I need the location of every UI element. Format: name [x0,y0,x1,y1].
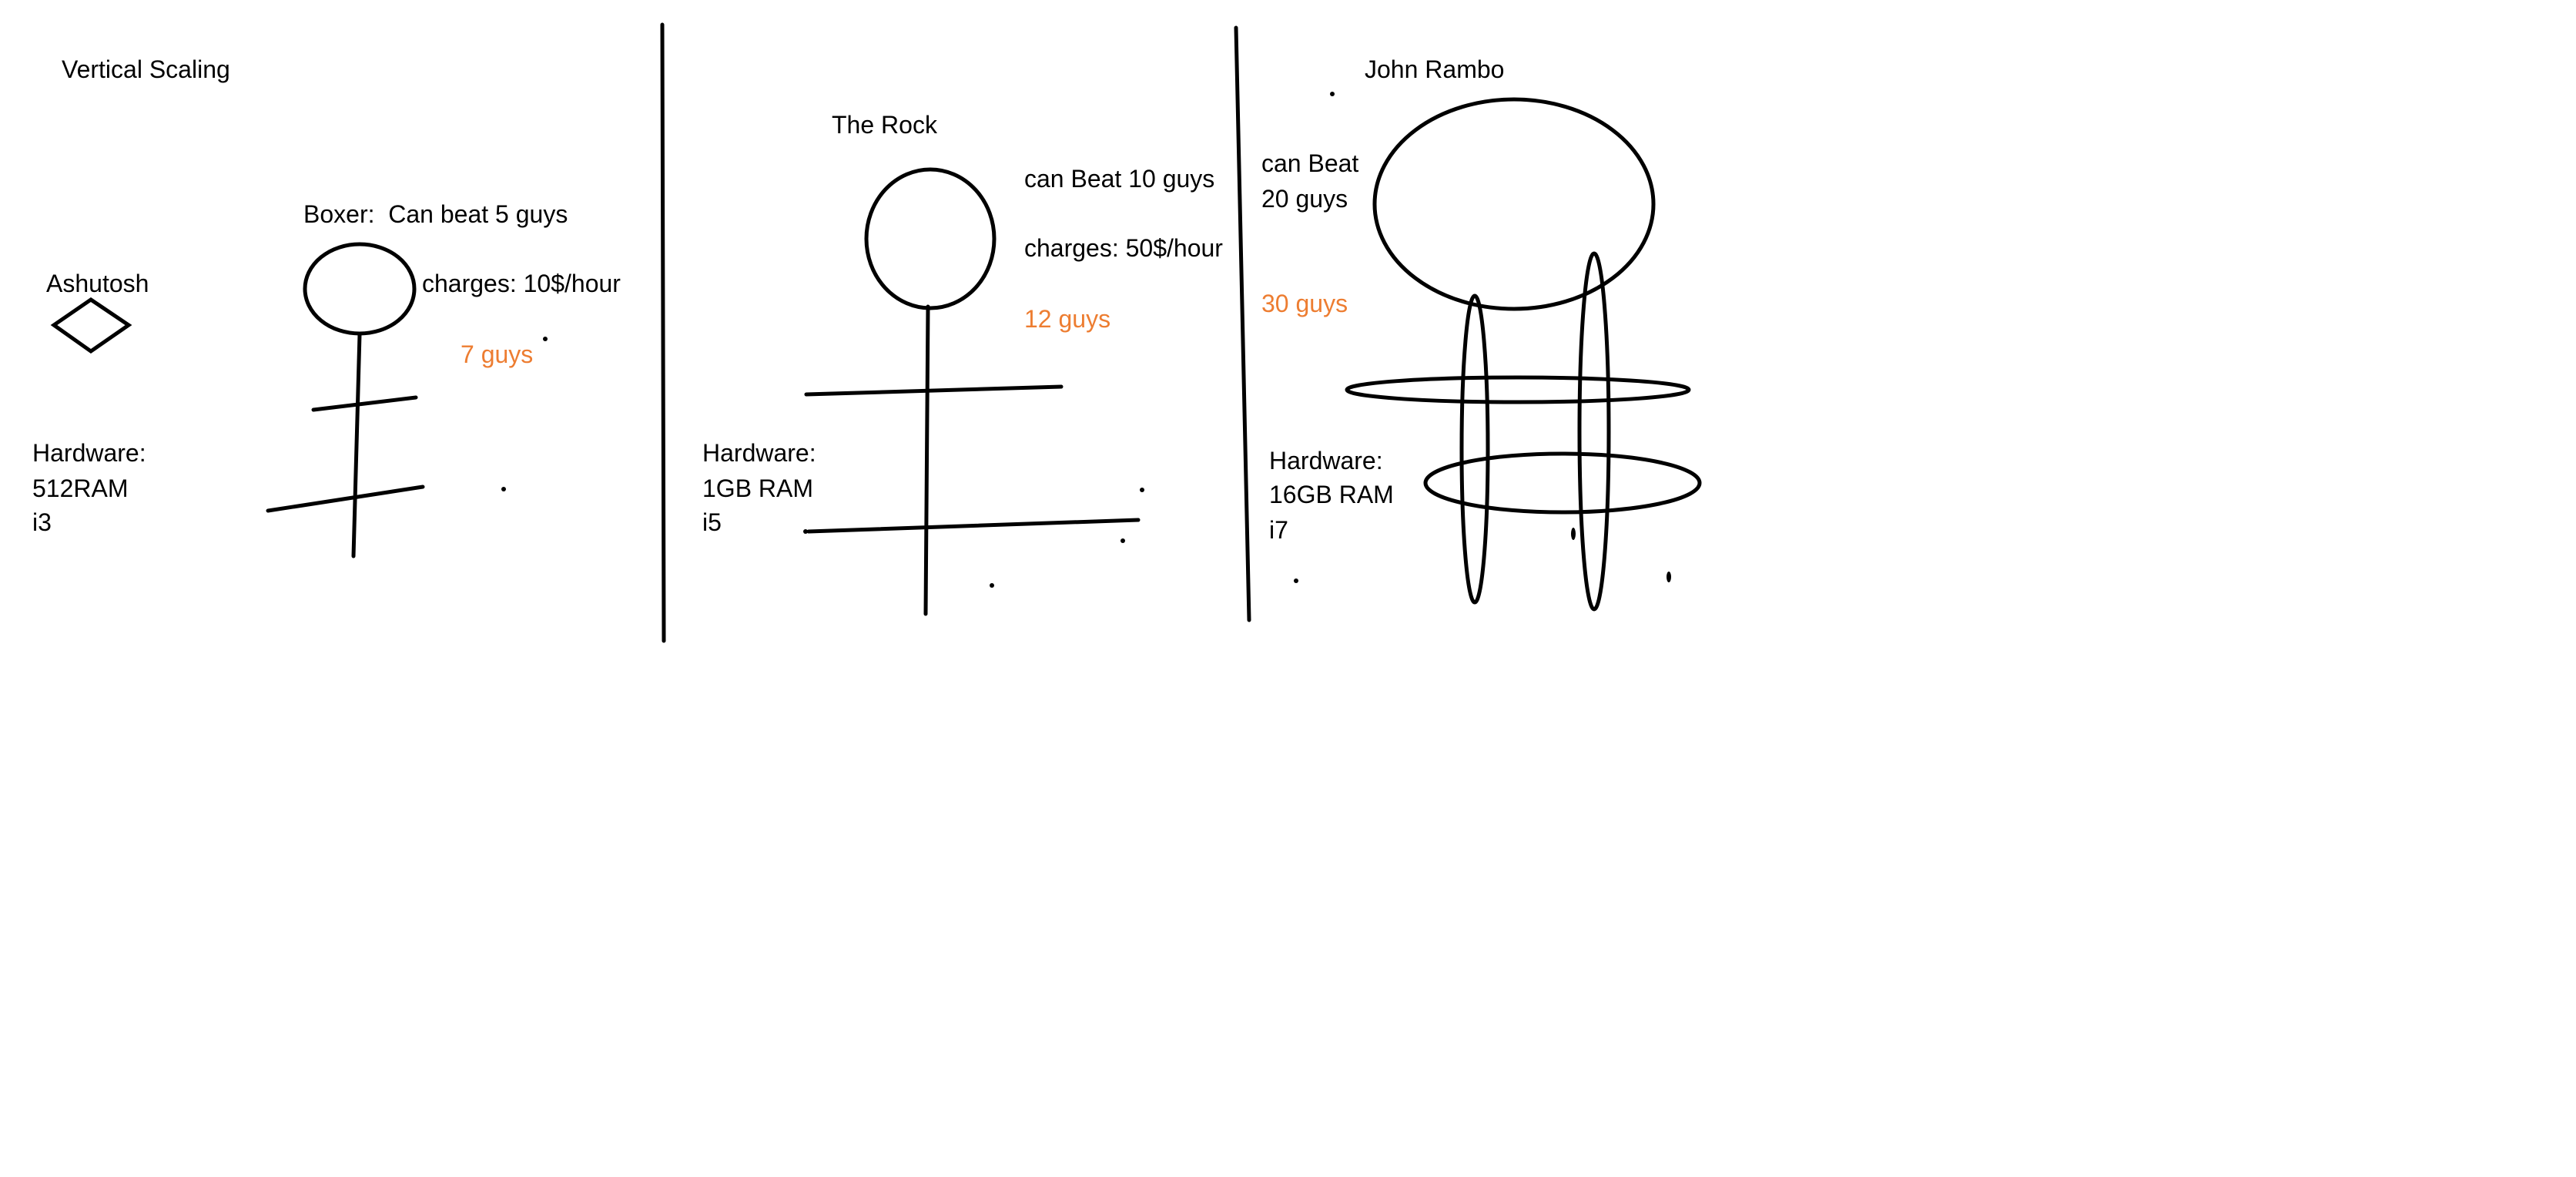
rock-name-label: The Rock [832,111,937,139]
stray-dot [501,487,506,491]
stray-dot [1294,578,1298,583]
stray-dot [1140,488,1144,492]
stray-dot [543,337,548,341]
boxer-hardware-cpu: i3 [32,508,52,536]
boxer-extra-label: 7 guys [461,340,534,368]
stray-dot [1330,92,1335,96]
rock-capability-label: can Beat 10 guys [1024,165,1215,193]
rambo-extra-label: 30 guys [1261,290,1348,317]
boxer-hardware-ram: 512RAM [32,474,129,502]
rock-legs-line [806,518,1141,534]
page-title: Vertical Scaling [62,55,230,83]
rambo-arms-ellipse [1345,375,1691,404]
rambo-hardware-ram: 16GB RAM [1269,481,1394,508]
stray-dot [1667,572,1671,582]
ashutosh-label: Ashutosh [46,270,149,297]
rock-arms-line [804,384,1064,397]
boxer-hardware-heading: Hardware: [32,439,146,467]
rambo-head-icon [1372,97,1656,311]
rambo-capability-line1: can Beat [1261,149,1359,177]
stray-dot [1571,528,1576,540]
boxer-head-icon [303,242,417,336]
ashutosh-diamond-icon [50,297,132,354]
boxer-arms-line [311,395,418,412]
rambo-left-leg-ellipse [1459,293,1490,605]
rambo-name-label: John Rambo [1365,55,1505,83]
rock-extra-label: 12 guys [1024,305,1111,333]
stray-dot [1121,538,1125,543]
rambo-capability-line2: 20 guys [1261,185,1348,213]
rock-hardware-cpu: i5 [702,508,722,536]
boxer-legs-line [266,485,425,513]
boxer-charges-label: charges: 10$/hour [422,270,621,297]
rambo-hardware-cpu: i7 [1269,516,1288,544]
rambo-hips-ellipse [1423,451,1702,515]
rock-hardware-heading: Hardware: [702,439,816,467]
rambo-hardware-heading: Hardware: [1269,447,1383,474]
boxer-body-line [351,332,362,558]
rock-body-line [923,304,930,616]
stray-dot [990,583,994,588]
panel-divider-1 [660,22,666,643]
rock-charges-label: charges: 50$/hour [1024,234,1223,262]
rock-head-icon [864,167,997,310]
boxer-capability-label: Boxer: Can beat 5 guys [303,200,568,228]
stray-dot [803,529,808,534]
rambo-right-leg-ellipse [1577,251,1611,612]
rock-hardware-ram: 1GB RAM [702,474,814,502]
panel-divider-2 [1234,25,1251,622]
